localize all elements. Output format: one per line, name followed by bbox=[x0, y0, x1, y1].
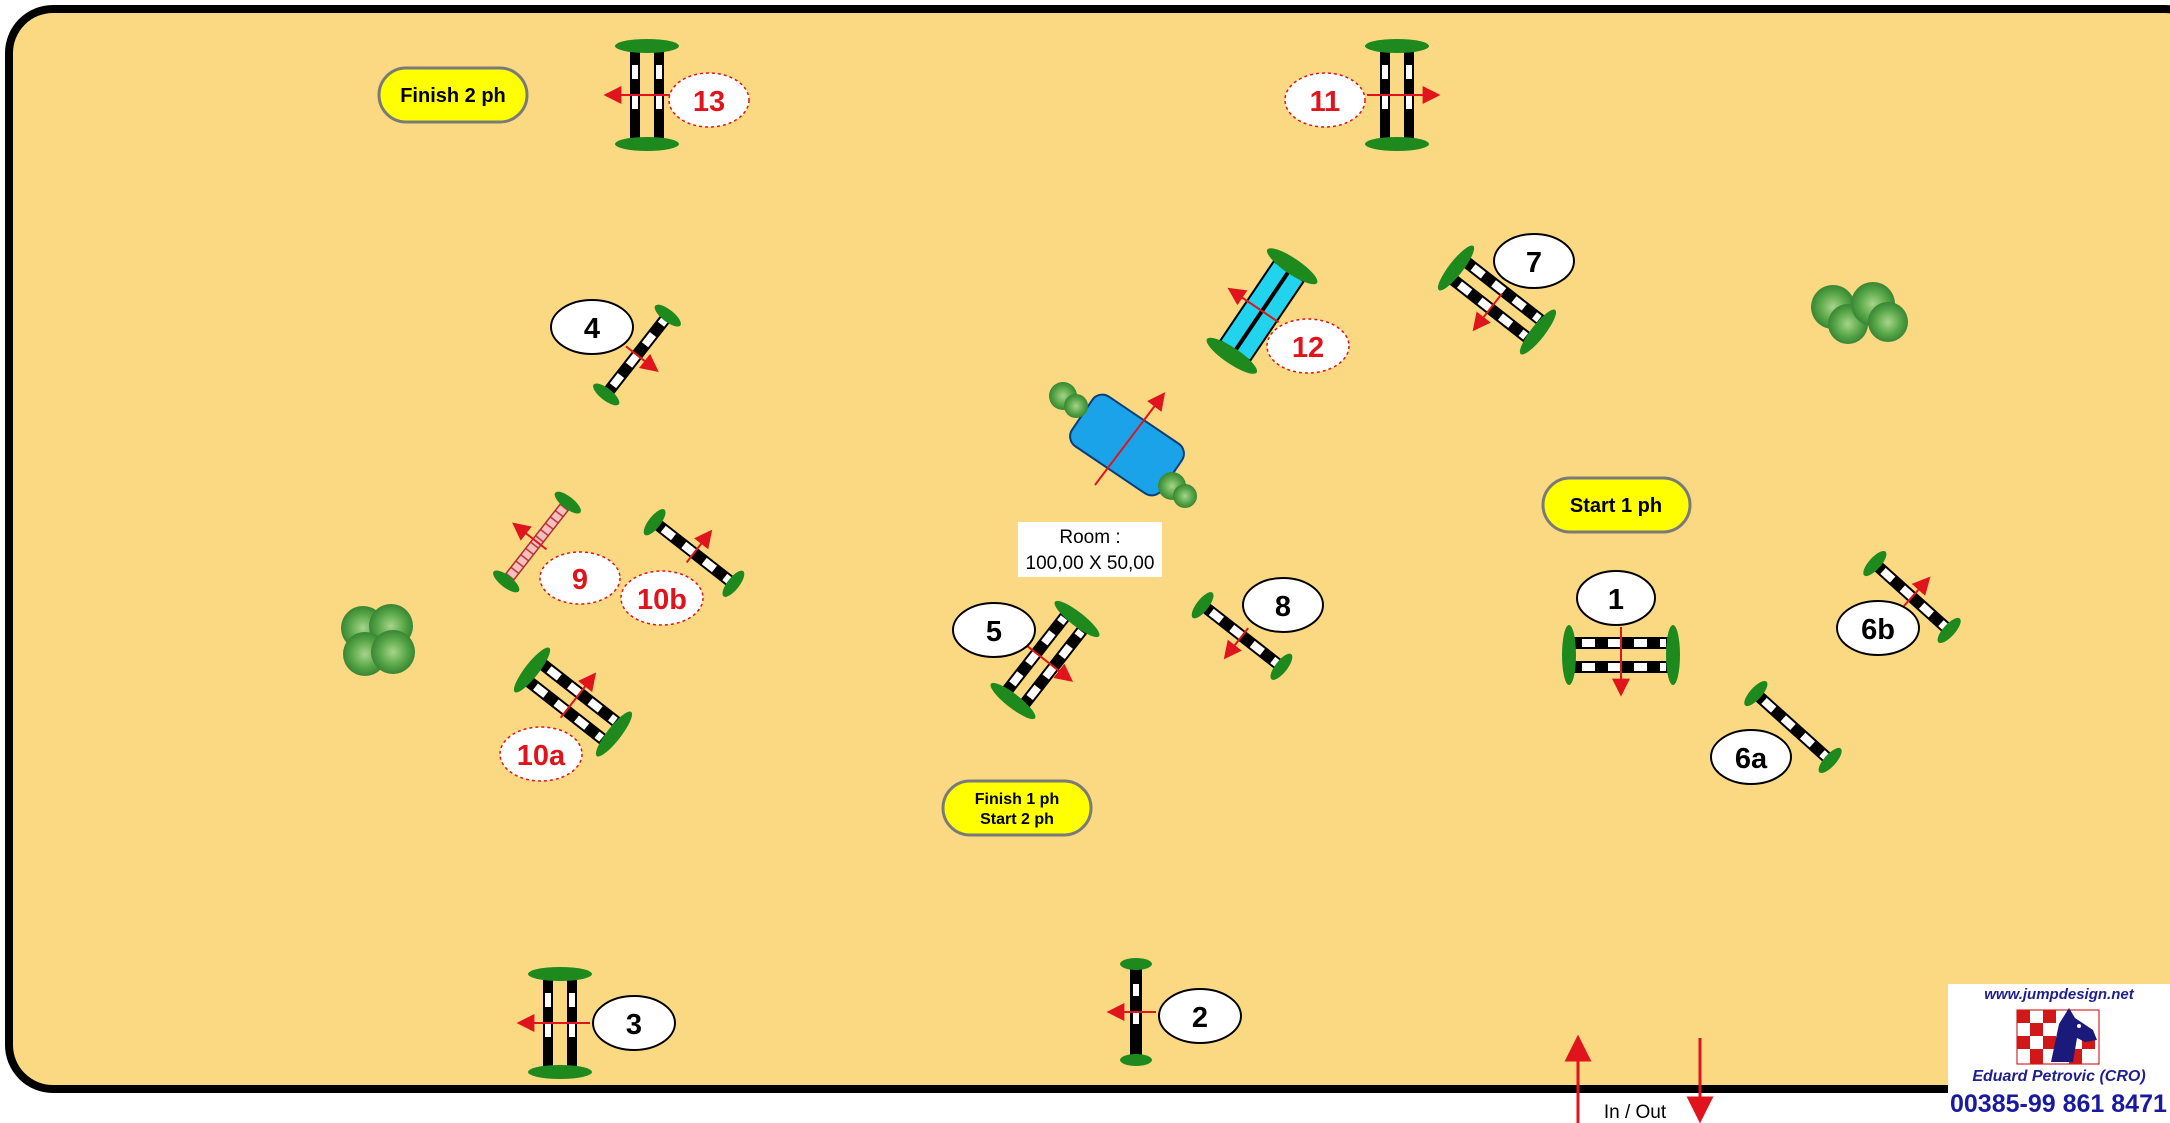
water-bush-2 bbox=[1158, 472, 1197, 508]
obstacle-6b bbox=[1863, 550, 1961, 644]
obstacle-label-10a: 10a bbox=[499, 726, 583, 782]
arena-size-line-1: Room : bbox=[1059, 527, 1120, 548]
water-arrow bbox=[1094, 392, 1166, 486]
obstacle-4 bbox=[593, 304, 681, 406]
svg-text:Finish 1 ph: Finish 1 ph bbox=[975, 791, 1059, 808]
svg-text:1: 1 bbox=[1608, 584, 1624, 616]
obstacle-label-2: 2 bbox=[1158, 988, 1242, 1044]
obstacle-1 bbox=[1562, 625, 1680, 697]
in-out-label: In / Out bbox=[1604, 1102, 1667, 1123]
finish-2-badge: Finish 2 ph bbox=[377, 66, 529, 124]
svg-text:5: 5 bbox=[986, 616, 1002, 648]
logo-url: www.jumpdesign.net bbox=[1984, 986, 2134, 1003]
designer-logo: www.jumpdesign.net Eduard Petrovic (CRO)… bbox=[1948, 984, 2170, 1123]
svg-text:10b: 10b bbox=[637, 584, 687, 616]
svg-text:10a: 10a bbox=[517, 740, 566, 772]
svg-text:6a: 6a bbox=[1735, 743, 1768, 775]
arena-size-line-2: 100,00 X 50,00 bbox=[1026, 553, 1155, 574]
obstacle-9 bbox=[493, 491, 581, 593]
svg-text:6b: 6b bbox=[1861, 614, 1895, 646]
obstacle-8 bbox=[1191, 592, 1293, 680]
obstacle-7 bbox=[1437, 245, 1557, 355]
obstacle-label-13: 13 bbox=[668, 72, 750, 128]
obstacle-label-7: 7 bbox=[1493, 233, 1575, 289]
water-bush-1 bbox=[1049, 382, 1088, 418]
obstacle-11 bbox=[1365, 39, 1441, 151]
obstacle-label-9: 9 bbox=[539, 551, 621, 605]
obstacle-label-5: 5 bbox=[952, 602, 1036, 658]
obstacle-5 bbox=[990, 600, 1100, 720]
obstacle-label-4: 4 bbox=[550, 299, 634, 355]
logo-phone: 00385-99 861 8471 bbox=[1950, 1090, 2167, 1118]
start-1-badge: Start 1 ph bbox=[1541, 476, 1692, 534]
svg-text:Start 1 ph: Start 1 ph bbox=[1570, 495, 1662, 517]
bush-right bbox=[1811, 282, 1908, 344]
obstacle-13 bbox=[603, 39, 679, 151]
obstacle-3 bbox=[516, 967, 592, 1079]
svg-text:2: 2 bbox=[1192, 1002, 1208, 1034]
bush-left bbox=[341, 604, 415, 676]
obstacle-6a bbox=[1744, 680, 1842, 774]
svg-text:11: 11 bbox=[1310, 86, 1341, 118]
obstacle-label-8: 8 bbox=[1242, 577, 1324, 633]
svg-text:Start 2 ph: Start 2 ph bbox=[980, 811, 1054, 828]
svg-text:12: 12 bbox=[1292, 332, 1324, 364]
svg-text:Finish 2 ph: Finish 2 ph bbox=[400, 85, 506, 107]
obstacle-10a bbox=[513, 647, 633, 757]
svg-text:13: 13 bbox=[693, 86, 725, 118]
obstacle-2 bbox=[1106, 958, 1156, 1066]
obstacle-label-6a: 6a bbox=[1710, 729, 1792, 785]
svg-text:7: 7 bbox=[1526, 247, 1542, 279]
obstacle-label-1: 1 bbox=[1576, 570, 1656, 626]
obstacle-label-10b: 10b bbox=[620, 570, 704, 626]
logo-author: Eduard Petrovic (CRO) bbox=[1972, 1068, 2146, 1085]
obstacle-label-11: 11 bbox=[1284, 72, 1366, 128]
svg-text:3: 3 bbox=[626, 1009, 642, 1041]
svg-text:9: 9 bbox=[572, 564, 588, 596]
svg-text:4: 4 bbox=[584, 313, 600, 345]
obstacle-label-3: 3 bbox=[592, 995, 676, 1051]
obstacle-10b bbox=[643, 509, 745, 597]
obstacle-label-12: 12 bbox=[1266, 318, 1350, 374]
finish-1-start-2-badge: Finish 1 ph Start 2 ph bbox=[941, 779, 1093, 837]
obstacle-12 bbox=[1206, 248, 1318, 374]
obstacle-label-6b: 6b bbox=[1836, 600, 1920, 656]
horse-head-icon bbox=[2016, 1008, 2100, 1065]
arena-size-box bbox=[1018, 522, 1162, 577]
svg-text:8: 8 bbox=[1275, 591, 1291, 623]
